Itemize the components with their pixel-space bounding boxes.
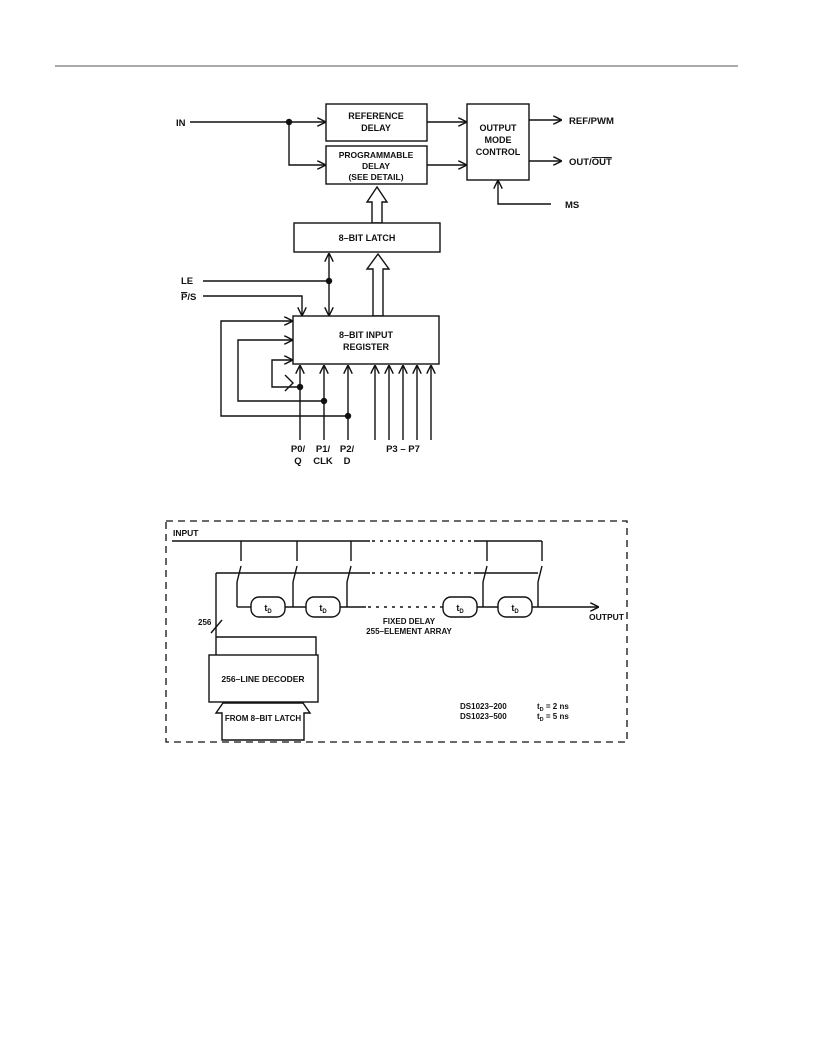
spec-part-200: DS1023–200 xyxy=(460,702,507,711)
p2-feedback-loop xyxy=(220,321,348,417)
p0-junction-dot xyxy=(296,383,304,391)
delay-element-3-label: tD xyxy=(456,603,464,615)
tap-switch-5 xyxy=(537,565,543,583)
delay-element-2-label: tD xyxy=(319,603,327,615)
decoder-label: 256–LINE DECODER xyxy=(221,674,304,684)
spec-value-500: tD = 5 ns xyxy=(537,712,569,723)
detail-dashed-frame xyxy=(165,520,628,743)
output-mode-control-block xyxy=(466,103,530,181)
p2-label-1: P2/ xyxy=(340,444,355,455)
p0-label-1: P0/ xyxy=(291,444,306,455)
array-caption-1: FIXED DELAY xyxy=(383,617,436,626)
register-to-latch-bus-arrow xyxy=(365,252,391,317)
programmable-delay-label-2: DELAY xyxy=(362,161,390,171)
clock-indicator xyxy=(284,374,294,392)
p1-label-1: P1/ xyxy=(316,444,331,455)
array-caption-2: 255–ELEMENT ARRAY xyxy=(366,627,452,636)
ms-input-wire xyxy=(498,181,551,205)
reference-delay-label-1: REFERENCE xyxy=(348,111,404,121)
spec-value-200: tD = 2 ns xyxy=(537,702,569,713)
from-latch-bus-arrow xyxy=(214,702,312,741)
output-mode-control-label-3: CONTROL xyxy=(476,147,521,157)
tap-switch-2 xyxy=(292,565,298,583)
out-label: OUT/OUT xyxy=(569,157,612,168)
tap-switch-4 xyxy=(482,565,488,583)
in-label: IN xyxy=(176,118,186,129)
ps-label: P/S xyxy=(181,292,196,303)
latch-block xyxy=(293,222,441,253)
decoder-block xyxy=(208,654,319,703)
from-latch-label: FROM 8–BIT LATCH xyxy=(225,714,302,723)
input-register-label-2: REGISTER xyxy=(343,342,390,352)
detail-output-label: OUTPUT xyxy=(589,612,625,622)
input-register-block xyxy=(292,315,440,365)
output-mode-control-label-1: OUTPUT xyxy=(480,123,518,133)
p0-label-2: Q xyxy=(294,456,301,467)
p3-p7-label: P3 – P7 xyxy=(386,444,420,455)
delay-element-1-label: tD xyxy=(264,603,272,615)
input-register-label-1: 8–BIT INPUT xyxy=(339,330,394,340)
block-diagram: IN REFERENCE DELAY PROGRAMMABLE DELAY (S… xyxy=(176,103,614,467)
reference-delay-label-2: DELAY xyxy=(361,123,391,133)
tap-switch-1 xyxy=(236,565,242,583)
le-label: LE xyxy=(181,276,193,287)
ref-pwm-label: REF/PWM xyxy=(569,116,614,127)
bus-width-slash xyxy=(210,619,223,634)
delay-element-4-label: tD xyxy=(511,603,519,615)
tap-switch-3 xyxy=(346,565,352,583)
latch-label: 8–BIT LATCH xyxy=(339,233,396,243)
p2-junction-dot xyxy=(344,412,352,420)
ps-wire xyxy=(203,295,302,315)
p1-label-2: CLK xyxy=(313,456,333,467)
detail-input-label: INPUT xyxy=(173,528,199,538)
reference-delay-block xyxy=(325,103,428,142)
ms-label: MS xyxy=(565,200,579,211)
programmable-delay-label-3: (SEE DETAIL) xyxy=(348,172,403,182)
output-mode-control-label-2: MODE xyxy=(485,135,512,145)
p1-junction-dot xyxy=(320,397,328,405)
programmable-delay-block xyxy=(325,145,428,185)
in-to-programmable-wire xyxy=(288,122,325,165)
programmable-delay-label-1: PROGRAMMABLE xyxy=(339,150,414,160)
decoder-bus-top xyxy=(216,636,317,655)
p0-feedback-loop xyxy=(271,360,300,388)
p2-label-2: D xyxy=(344,456,351,467)
bus-width-label: 256 xyxy=(198,618,212,627)
spec-part-500: DS1023–500 xyxy=(460,712,507,721)
delay-detail: INPUT 256 tD tD xyxy=(165,520,628,743)
p1-feedback-loop xyxy=(237,340,324,402)
latch-to-delay-bus-arrow xyxy=(365,185,389,224)
